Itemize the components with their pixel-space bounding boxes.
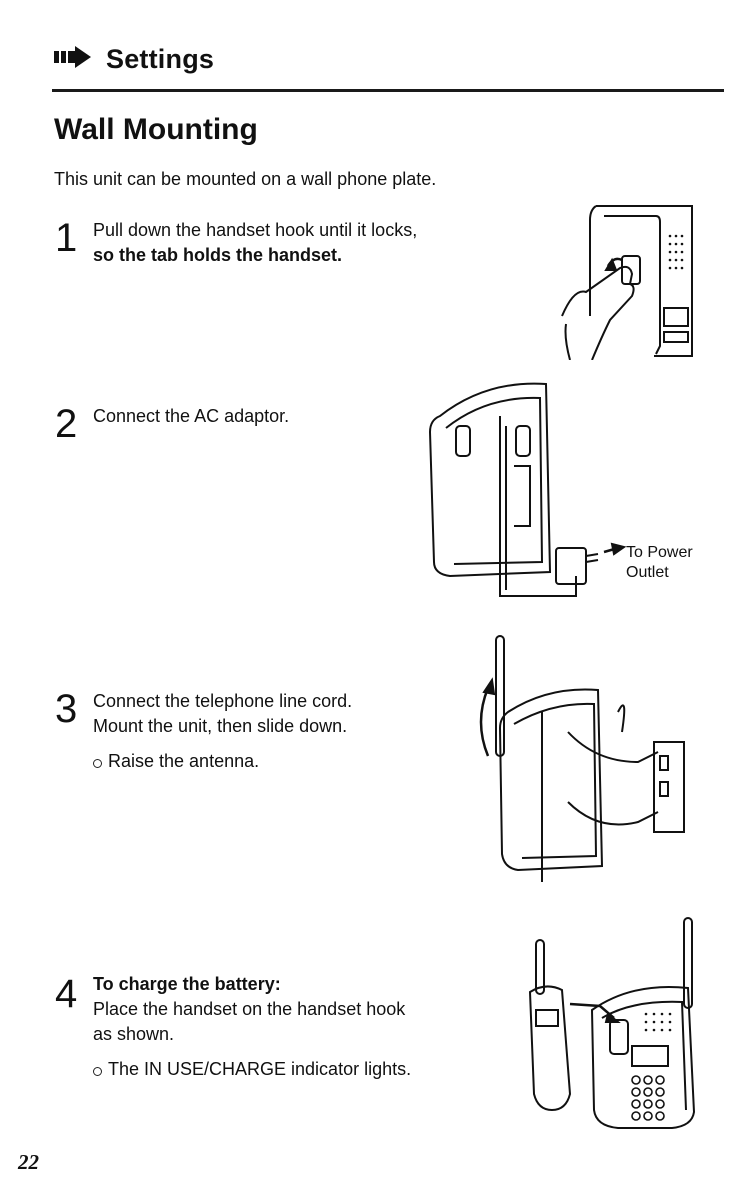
step-3-text: Connect the telephone line cord. Mount t… (93, 689, 423, 774)
step-1-text: Pull down the handset hook until it lock… (93, 218, 423, 268)
arrow-right-icon (54, 46, 92, 73)
step-3-bullet: Raise the antenna. (93, 749, 423, 774)
intro-text: This unit can be mounted on a wall phone… (54, 169, 437, 189)
wall-mount-illustration (479, 635, 685, 882)
step-number: 4 (55, 972, 78, 1016)
step-4-body: Place the handset on the handset hook as… (93, 999, 406, 1044)
step-4-heading: To charge the battery: (93, 974, 281, 994)
step-4-text: To charge the battery: Place the handset… (93, 972, 423, 1082)
step-3-bullet-text: Raise the antenna. (108, 751, 260, 771)
bullet-icon (93, 1067, 102, 1076)
handset-hook-illustration (561, 205, 693, 360)
header-rule (52, 89, 724, 92)
step-1-bold: so the tab holds the handset. (93, 245, 343, 265)
step-3-line-2: Mount the unit, then slide down. (93, 716, 348, 736)
section-header: Settings (54, 44, 214, 75)
step-3-line-1: Connect the telephone line cord. (93, 691, 353, 711)
step-1-plain: Pull down the handset hook until it lock… (93, 220, 418, 240)
step-4-bullet: The IN USE/CHARGE indicator lights. (93, 1057, 423, 1082)
power-outlet-callout: To Power Outlet (626, 544, 693, 581)
page-number: 22 (18, 1150, 39, 1174)
page-title: Wall Mounting (54, 113, 258, 146)
step-number: 1 (55, 216, 78, 260)
charge-handset-illustration (528, 917, 696, 1129)
step-4-bullet-text: The IN USE/CHARGE indicator lights. (108, 1059, 412, 1079)
ac-adaptor-illustration (428, 382, 626, 597)
step-2-text: Connect the AC adaptor. (93, 406, 290, 426)
step-number: 3 (55, 687, 78, 731)
step-number: 2 (55, 402, 78, 446)
section-title: Settings (106, 44, 215, 74)
bullet-icon (93, 759, 102, 768)
